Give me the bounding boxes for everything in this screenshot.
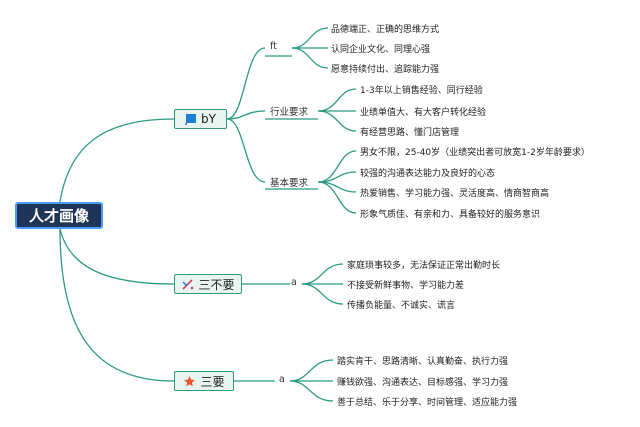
branch-label-3: 三要 [200, 374, 225, 389]
group-label-industry: 行业要求 [270, 107, 309, 118]
group-label-a: a [279, 374, 285, 385]
leaf-item: 愿意持续付出、追踪能力强 [331, 65, 440, 75]
leaf-item: 善于总结、乐于分享、时间管理、适应能力强 [337, 398, 518, 408]
group-label-a: a [291, 277, 297, 288]
flag-icon [185, 113, 197, 125]
leaf-item: 踏实肯干、思路清晰、认真勤奋、执行力强 [337, 357, 509, 367]
leaf-item: 1-3年以上销售经验、同行经验 [360, 86, 483, 96]
root-label: 人才画像 [28, 207, 89, 225]
leaf-item: 热爱销售、学习能力强、灵活度高、情商智商高 [360, 189, 550, 199]
leaf-item: 业绩单值大、有大客户转化经验 [360, 108, 487, 118]
branch-node-3[interactable]: 三要 [174, 371, 234, 391]
leaf-item: 赚钱欲强、沟通表达、目标感强、学习力强 [337, 378, 509, 388]
leaf-item: 男女不限，25-40岁（业绩突出者可放宽1-2岁年龄要求） [360, 148, 590, 158]
leaf-item: 形象气质佳、有亲和力、具备较好的服务意识 [360, 210, 541, 220]
cross-icon [181, 278, 194, 290]
leaf-item: 不接受新鲜事物、学习能力差 [347, 281, 465, 291]
leaf-item: 有经营思路、懂门店管理 [360, 128, 460, 138]
leaf-item: 传播负能量、不诚实、谎言 [347, 301, 456, 311]
leaf-item: 家庭琐事较多，无法保证正常出勤时长 [347, 261, 501, 271]
group-label-basic: 基本要求 [270, 178, 309, 189]
branch-node-1[interactable]: bY [174, 109, 227, 129]
branch-label-1: bY [201, 112, 216, 126]
root-node[interactable]: 人才画像 [15, 202, 103, 229]
group-label-ft: ft [270, 41, 277, 52]
leaf-item: 较强的沟通表达能力及良好的心态 [360, 169, 496, 179]
branch-label-2: 三不要 [198, 277, 235, 292]
leaf-item: 品德端正、正确的思维方式 [331, 25, 440, 35]
leaf-item: 认同企业文化、同理心强 [331, 45, 431, 55]
star-icon [183, 375, 196, 388]
branch-node-2[interactable]: 三不要 [174, 274, 242, 294]
